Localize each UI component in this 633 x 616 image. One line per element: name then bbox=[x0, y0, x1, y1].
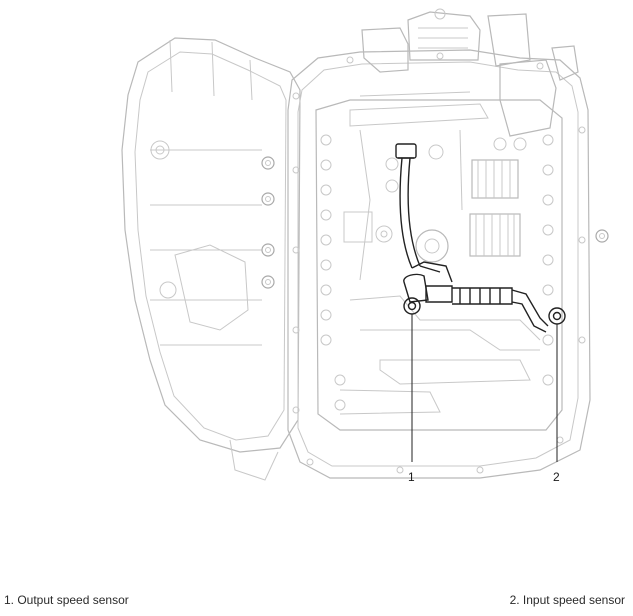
transmission-case bbox=[287, 49, 591, 479]
caption-output-speed-sensor: 1. Output speed sensor bbox=[4, 593, 129, 607]
caption-input-speed-sensor: 2. Input speed sensor bbox=[509, 593, 625, 607]
top-mechanism bbox=[349, 8, 579, 137]
callout-number-1: 1 bbox=[408, 470, 415, 484]
output-speed-sensor bbox=[403, 297, 421, 315]
internal-components bbox=[339, 129, 541, 415]
sensor-harness bbox=[395, 143, 549, 333]
housing-bolts bbox=[261, 156, 609, 289]
callout-number-2: 2 bbox=[553, 470, 560, 484]
converter-housing bbox=[121, 37, 301, 481]
